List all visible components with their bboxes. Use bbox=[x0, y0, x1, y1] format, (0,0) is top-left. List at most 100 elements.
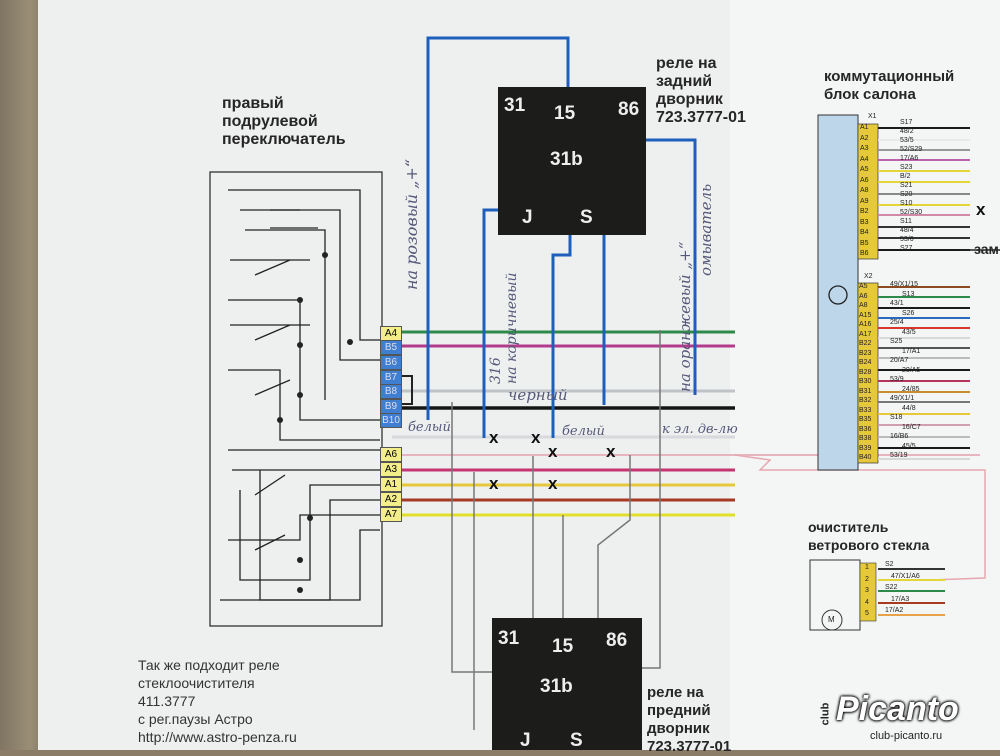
x1-wire-label: 53/5 bbox=[900, 137, 914, 144]
comm-block-wires bbox=[878, 127, 970, 460]
x2-pin: B39 bbox=[859, 444, 872, 452]
front-pin-31b-label: 31b bbox=[540, 676, 573, 697]
x1-pin: B5 bbox=[860, 239, 869, 247]
x2-pin: A6 bbox=[859, 292, 868, 300]
x1-pin: A1 bbox=[860, 124, 869, 131]
switch-junction-dots bbox=[277, 252, 353, 593]
x1-wire-label: 53/6 bbox=[900, 236, 914, 243]
logo-club: club bbox=[819, 702, 832, 726]
note-white-2: белый bbox=[562, 424, 605, 439]
x2-wire-label: 20/A5 bbox=[902, 366, 921, 374]
x2-pin: B31 bbox=[859, 387, 872, 395]
pin-15-label: 15 bbox=[554, 103, 576, 124]
x1-wire-label: S11 bbox=[900, 218, 912, 225]
motor-pin: 2 bbox=[865, 575, 869, 583]
cross-mark: x bbox=[548, 442, 558, 461]
x2-pin: B23 bbox=[859, 349, 872, 357]
comm-x-mark: x bbox=[976, 200, 986, 219]
x2-pin: A16 bbox=[859, 321, 872, 328]
motor-wire-label: S22 bbox=[885, 584, 898, 591]
front-relay-title: реле на предний дворник 723.3777-01 bbox=[647, 684, 732, 755]
switch-pin: A3 bbox=[380, 462, 402, 477]
x2-pin: B32 bbox=[859, 397, 872, 404]
switch-pin: A1 bbox=[380, 477, 402, 492]
x1-pin: A8 bbox=[860, 187, 869, 194]
x1-pin: A3 bbox=[860, 145, 869, 152]
pin-s-label: S bbox=[580, 207, 593, 228]
switch-pin: B10 bbox=[380, 413, 402, 428]
pin-31b-label: 31b bbox=[550, 149, 583, 170]
logo-brand: Picanto bbox=[836, 690, 959, 728]
x2-pin: B40 bbox=[859, 454, 872, 461]
x1-pin: B2 bbox=[860, 208, 869, 215]
x2-pin: B38 bbox=[859, 435, 872, 442]
x1-pin: A2 bbox=[860, 134, 869, 142]
note-to-motor: к эл. дв-лю bbox=[662, 422, 738, 437]
cross-mark: x bbox=[489, 428, 499, 447]
note-pink: на розовый „+“ bbox=[402, 158, 421, 290]
rear-relay: 31 15 86 31b J S bbox=[498, 87, 646, 235]
x1-wire-label: 48/2 bbox=[900, 128, 914, 135]
note-black: черный bbox=[508, 386, 568, 404]
switch-pin: B7 bbox=[380, 370, 402, 385]
x2-wire-label: S18 bbox=[890, 414, 903, 421]
front-pin-j-label: J bbox=[520, 730, 531, 751]
x2-wire-label: 45/5 bbox=[902, 442, 916, 450]
switch-pin: A7 bbox=[380, 507, 402, 522]
switch-pin: B6 bbox=[380, 355, 402, 370]
note-orange: на оранжевый „+“ bbox=[676, 241, 694, 392]
comm-block-body bbox=[817, 114, 859, 471]
x2-pin: B36 bbox=[859, 425, 872, 433]
switch-pin: A2 bbox=[380, 492, 402, 507]
x2-pin: A8 bbox=[859, 302, 868, 309]
motor-wire-label: 17/A2 bbox=[885, 607, 904, 614]
cross-mark: x bbox=[548, 474, 558, 493]
x1-wire-label: S21 bbox=[900, 182, 913, 189]
x2-wire-label: 49/X1/1 bbox=[890, 395, 915, 402]
x2-wire-label: 49/X1/15 bbox=[890, 281, 919, 288]
switch-body bbox=[209, 171, 383, 627]
x2-wire-label: S25 bbox=[890, 338, 903, 345]
x1-title: X1 bbox=[868, 113, 877, 120]
x1-wire-label: S17 bbox=[900, 119, 913, 126]
x2-wire-label: 16/C7 bbox=[902, 423, 921, 431]
x2-pin: B22 bbox=[859, 340, 872, 347]
x2-wire-label: 17/A1 bbox=[902, 347, 921, 355]
switch-pin: B8 bbox=[380, 384, 402, 399]
motor-circle bbox=[821, 609, 843, 631]
motor-pin: 1 bbox=[865, 564, 869, 571]
x1-wire-label: 52/S29 bbox=[900, 146, 923, 153]
switch-title: правый подрулевой переключатель bbox=[222, 95, 346, 148]
cross-mark: x bbox=[531, 428, 541, 447]
motor-wire-label: 17/A3 bbox=[891, 595, 910, 603]
x1-wire-label: 17/A6 bbox=[900, 155, 919, 162]
x2-wire-label: S13 bbox=[902, 290, 915, 298]
motor-wire-label: 47/X1/A6 bbox=[891, 572, 920, 580]
wiper-title: очиститель ветрового стекла bbox=[808, 519, 930, 553]
switch-pin: A4 bbox=[380, 326, 402, 341]
logo-url: club-picanto.ru bbox=[870, 730, 943, 742]
switch-pin: B9 bbox=[380, 399, 402, 414]
x2-pin: B28 bbox=[859, 368, 872, 376]
x2-pin: B35 bbox=[859, 416, 872, 423]
x2-pin: A17 bbox=[859, 330, 872, 338]
front-pin-15-label: 15 bbox=[552, 636, 574, 657]
x2-wire-label: 43/5 bbox=[902, 328, 916, 336]
motor-pin: 5 bbox=[865, 610, 869, 617]
front-pin-s-label: S bbox=[570, 730, 583, 751]
x1-wire-label: S23 bbox=[900, 164, 913, 171]
x1-wire-label: S10 bbox=[900, 200, 913, 207]
x1-pin: B3 bbox=[860, 218, 869, 226]
front-pin-86-label: 86 bbox=[606, 630, 628, 651]
x2-wire-label: 16/B6 bbox=[890, 433, 909, 440]
motor-wire-label: S2 bbox=[885, 561, 894, 568]
zam-label: зам bbox=[974, 241, 999, 257]
motor-pin: 3 bbox=[865, 587, 869, 594]
x2-pin: B33 bbox=[859, 406, 872, 414]
x1-wire-label: B/2 bbox=[900, 173, 911, 180]
x2-wire-label: 53/19 bbox=[890, 452, 908, 459]
x1-pin: B4 bbox=[860, 229, 869, 236]
club-logo: club Picanto club-picanto.ru bbox=[810, 690, 996, 746]
x2-title: X2 bbox=[864, 273, 873, 280]
